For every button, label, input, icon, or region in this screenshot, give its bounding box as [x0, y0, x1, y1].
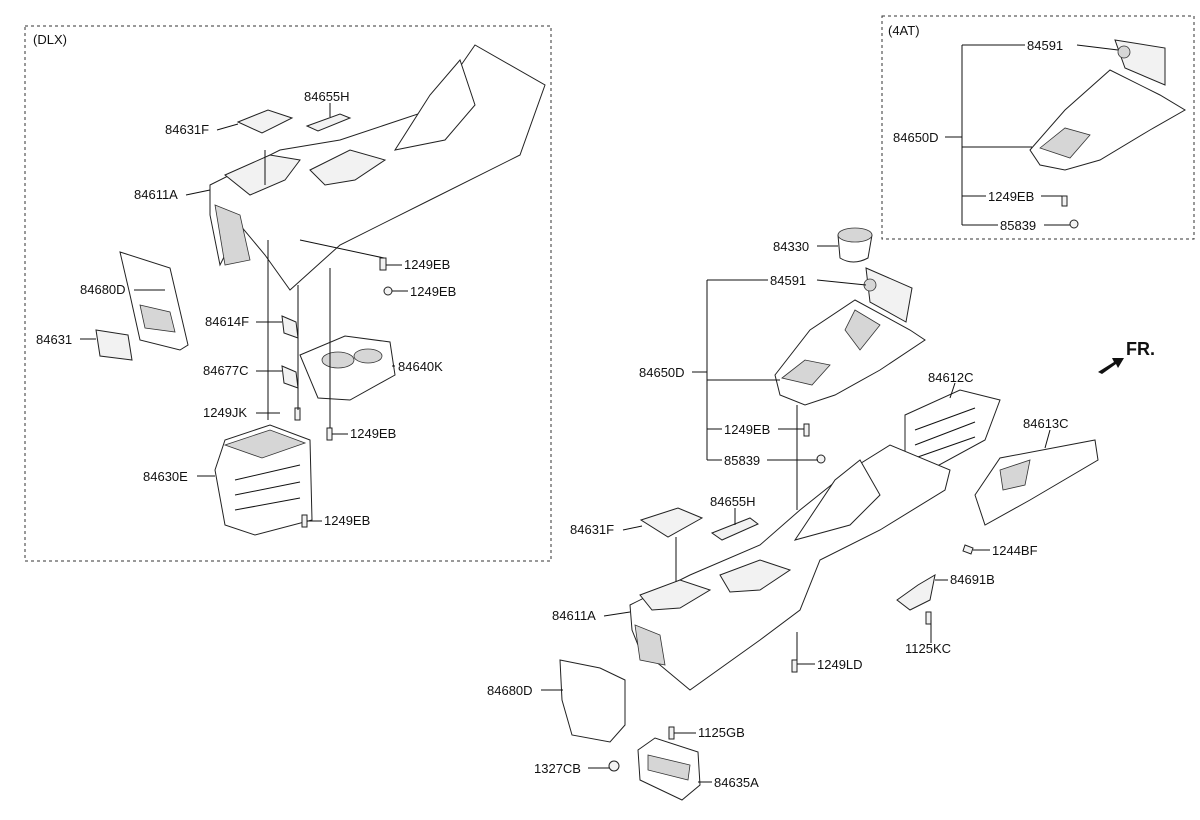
label-4at-1249EB: 1249EB: [988, 189, 1034, 204]
label-1249EB: 1249EB: [724, 422, 770, 437]
label-84680D: 84680D: [487, 683, 533, 698]
label-1244BF: 1244BF: [992, 543, 1038, 558]
4at-section-title: (4AT): [888, 23, 920, 38]
label-84612C: 84612C: [928, 370, 974, 385]
bracket-84635A: [637, 737, 701, 801]
label-1327CB: 1327CB: [534, 761, 581, 776]
label-dlx-84631: 84631: [36, 332, 72, 347]
label-85839: 85839: [724, 453, 760, 468]
dlx-leader-lines: [80, 103, 408, 522]
label-dlx-84611A: 84611A: [134, 187, 178, 202]
dlx-tray-84631: [95, 329, 133, 361]
shift-knob-84330: [837, 227, 873, 263]
label-84650D: 84650D: [639, 365, 685, 380]
front-direction-label: FR.: [1126, 339, 1155, 359]
label-84611A: 84611A: [552, 608, 596, 623]
label-4at-84650D: 84650D: [893, 130, 939, 145]
label-dlx-84655H: 84655H: [304, 89, 350, 104]
label-1125GB: 1125GB: [698, 725, 745, 740]
label-4at-84591: 84591: [1027, 38, 1063, 53]
label-84591: 84591: [770, 273, 806, 288]
dlx-lid-84631F: [236, 109, 294, 134]
front-direction-arrow-icon: [1098, 358, 1124, 374]
label-84655H: 84655H: [710, 494, 756, 509]
dlx-bracket-84614F: [281, 315, 299, 339]
dlx-trim-84655H: [305, 113, 352, 132]
label-84613C: 84613C: [1023, 416, 1069, 431]
lid-84631F: [639, 507, 704, 538]
bracket-84691B: [896, 574, 936, 611]
label-dlx-1249EB-b: 1249EB: [410, 284, 456, 299]
label-84691B: 84691B: [950, 572, 995, 587]
label-1249LD: 1249LD: [817, 657, 863, 672]
side-panel-84613C: [974, 439, 1099, 526]
label-dlx-84631F: 84631F: [165, 122, 209, 137]
end-cap-84680D: [559, 659, 626, 743]
label-dlx-84630E: 84630E: [143, 469, 188, 484]
label-4at-85839: 85839: [1000, 218, 1036, 233]
dlx-end-cap-84680D: [119, 251, 189, 351]
dlx-fasteners: [294, 257, 393, 528]
4at-section-frame: [881, 15, 1195, 240]
dlx-console-body: [209, 44, 546, 291]
label-84635A: 84635A: [714, 775, 759, 790]
main-fasteners: [608, 423, 974, 772]
label-84330: 84330: [773, 239, 809, 254]
4at-leader-lines: [945, 44, 1119, 226]
dlx-section-frame: [24, 25, 552, 562]
label-dlx-1249EB-c: 1249EB: [350, 426, 396, 441]
dlx-section-title: (DLX): [33, 32, 67, 47]
label-dlx-1249EB-d: 1249EB: [324, 513, 370, 528]
shift-cover-84650D: [774, 299, 926, 406]
trim-84655H: [710, 517, 759, 541]
label-dlx-84677C: 84677C: [203, 363, 249, 378]
label-dlx-84640K: 84640K: [398, 359, 443, 374]
label-dlx-1249JK: 1249JK: [203, 405, 247, 420]
4at-shift-cover: [1029, 39, 1186, 229]
main-leader-lines: [541, 245, 1051, 783]
dlx-box-84630E: [214, 424, 313, 536]
label-84631F: 84631F: [570, 522, 614, 537]
main-console-body: [629, 444, 951, 691]
dlx-cupholder-84640K: [299, 335, 396, 401]
label-dlx-1249EB-a: 1249EB: [404, 257, 450, 272]
label-dlx-84680D: 84680D: [80, 282, 126, 297]
dlx-bracket-84677C: [281, 365, 299, 389]
label-dlx-84614F: 84614F: [205, 314, 249, 329]
label-1125KC: 1125KC: [905, 641, 951, 656]
